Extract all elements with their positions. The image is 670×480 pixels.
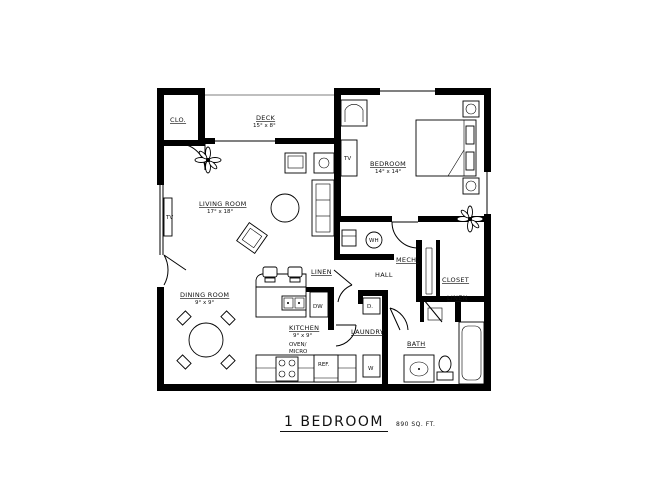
sink-icon: [281, 295, 307, 311]
openings: [157, 88, 491, 287]
title-block: 1 BEDROOM 890 SQ. FT.: [270, 414, 470, 436]
bedroom-chair-icon: [340, 99, 368, 127]
tv-label-bedroom: TV: [343, 156, 351, 162]
washer-label: W: [368, 366, 374, 372]
oven-label-1: OVEN/: [289, 342, 307, 348]
bedroom-dim: 14° x 14°: [375, 169, 401, 175]
kitchen: DW KITCHEN 9° x 9° OVEN/ MICRO REF.: [255, 266, 357, 383]
dishwasher-icon: [309, 291, 329, 318]
living-room-dim: 17° x 18°: [207, 209, 233, 215]
plan-area: 890 SQ. FT.: [396, 421, 436, 428]
laundry-room: D. LAUNDRY W: [351, 297, 384, 378]
refrigerator-icon: [313, 354, 339, 383]
dryer-icon: [362, 297, 381, 315]
bath-label: BATH: [407, 340, 425, 348]
interior-walls: [157, 140, 491, 384]
nightstand-icon: [462, 100, 480, 118]
oven-label-2: MICRO: [289, 349, 308, 355]
dining-table-icon: [188, 322, 224, 358]
sofa-icon: [311, 179, 335, 237]
wh-label: WH: [369, 238, 379, 244]
linen-label-right: LINEN: [447, 294, 468, 302]
bedroom: BEDROOM 14° x 14° TV: [340, 99, 484, 233]
kitchen-label: KITCHEN: [289, 324, 319, 332]
deck-dim: 15° x 8°: [253, 123, 276, 129]
nightstand-icon: [462, 177, 480, 195]
bathtub-icon: [458, 321, 485, 385]
plant-icon: [194, 146, 222, 174]
plan-title: 1 BEDROOM: [280, 414, 388, 432]
dryer-label: D.: [367, 304, 373, 310]
dresser-icon: [340, 139, 358, 177]
living-room-label: LIVING ROOM: [199, 200, 247, 208]
plant-icon: [456, 205, 484, 233]
bar-stool-icon: [262, 266, 278, 283]
deck-label: DECK: [256, 114, 276, 122]
laundry-label: LAUNDRY: [351, 328, 384, 336]
toilet-icon: [436, 355, 454, 381]
closet-label: CLOSET: [442, 276, 469, 284]
dw-label: DW: [313, 304, 323, 310]
dining-room: DINING ROOM 9° x 9°: [176, 291, 236, 370]
tv-label-living: TV: [165, 215, 173, 221]
bar-stool-icon: [287, 266, 303, 283]
clo-label: CLO.: [170, 116, 186, 124]
mech-room: WH MECH.: [341, 229, 419, 264]
water-heater-icon: [365, 231, 383, 249]
dining-room-label: DINING ROOM: [180, 291, 229, 299]
kitchen-dim: 9° x 9°: [293, 333, 313, 339]
dining-room-dim: 9° x 9°: [195, 300, 215, 306]
water-heater-small: [341, 229, 357, 247]
coffee-table-icon: [270, 193, 300, 223]
armchair-icon: [236, 222, 268, 254]
side-table-icon: [313, 152, 335, 174]
mech-label: MECH.: [396, 256, 419, 264]
living-room: LIVING ROOM 17° x 18° TV: [163, 146, 335, 254]
deck-area: DECK 15° x 8°: [253, 114, 276, 129]
closet-area: CLOSET LINEN: [425, 247, 469, 321]
tv-stand: [163, 197, 173, 237]
washer-icon: [362, 354, 381, 378]
hall-label: HALL: [375, 271, 393, 279]
bathroom: BATH: [403, 321, 485, 385]
ref-label: REF.: [318, 362, 330, 368]
kitchen-counter: [255, 354, 357, 383]
dining-chair-icon: [220, 354, 236, 370]
dining-chair-icon: [176, 354, 192, 370]
bedroom-label: BEDROOM: [370, 160, 406, 168]
dining-chair-icon: [220, 310, 236, 326]
range-icon: [275, 356, 299, 382]
dining-chair-icon: [176, 310, 192, 326]
linen-label-center: LINEN: [311, 268, 332, 276]
